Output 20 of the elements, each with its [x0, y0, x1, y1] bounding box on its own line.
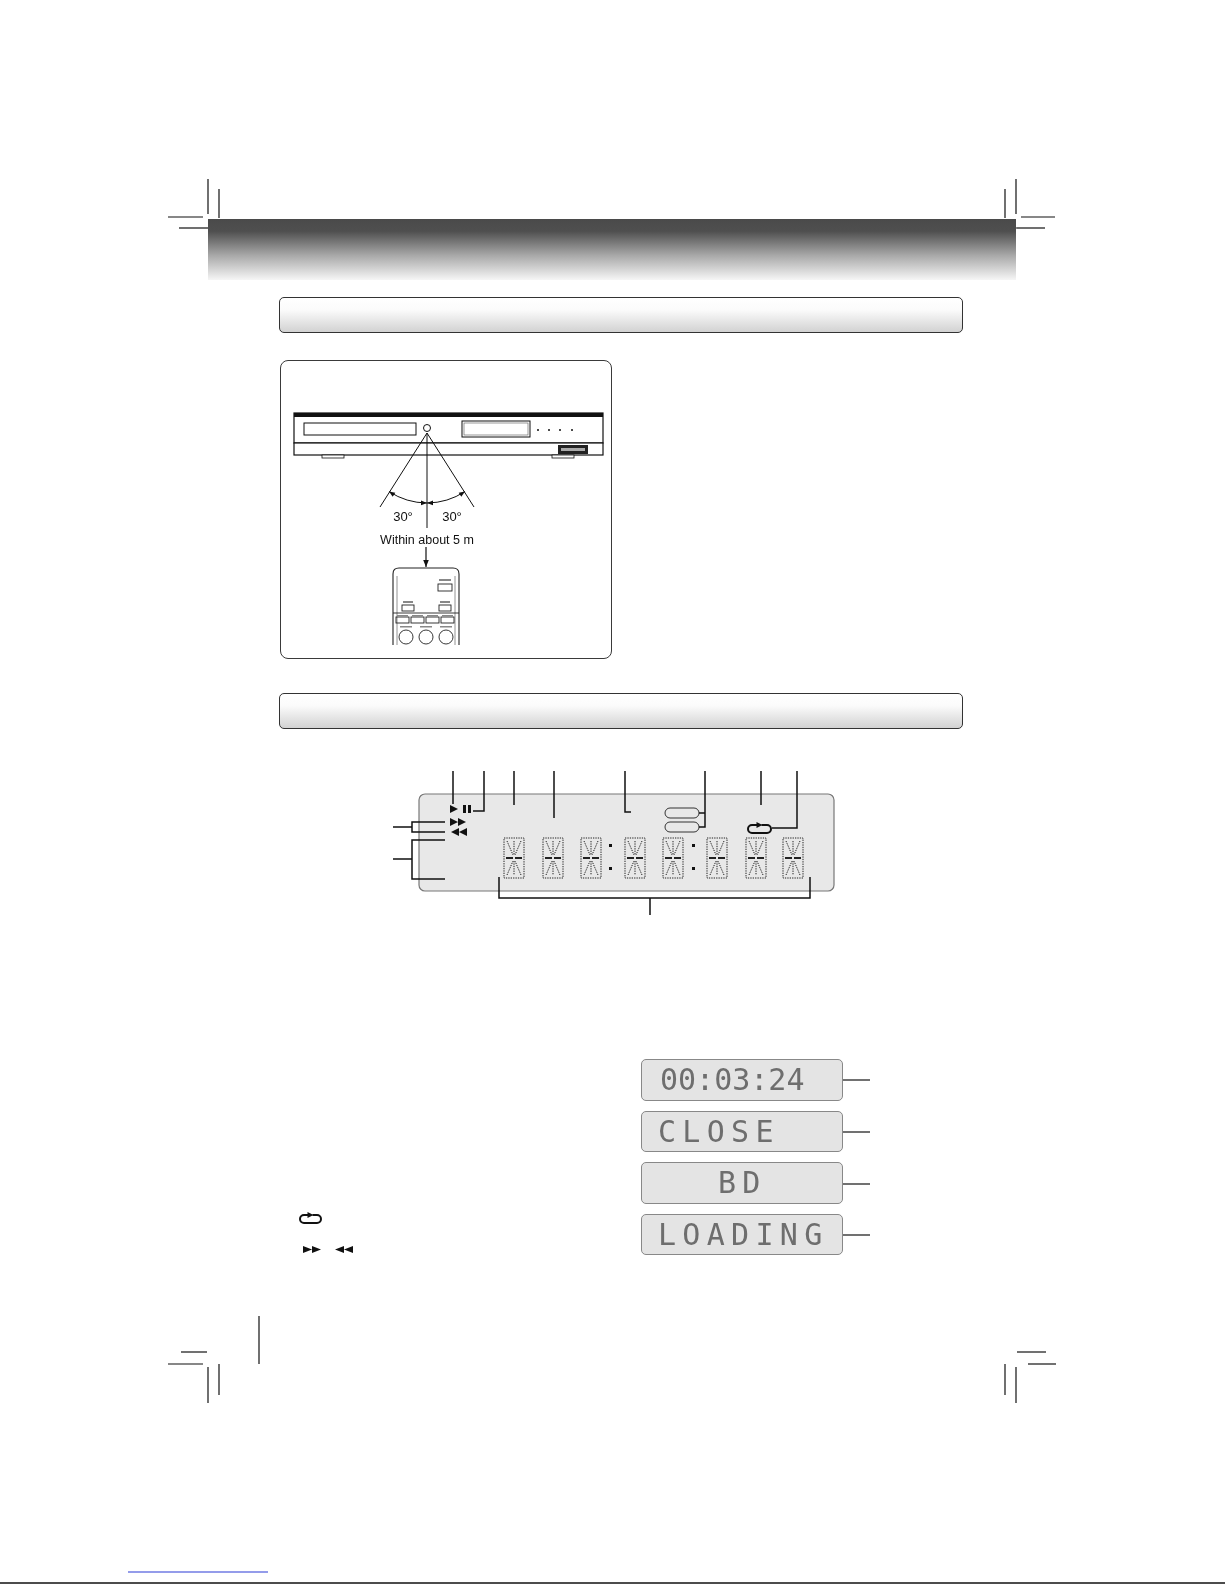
segment-display — [641, 1214, 843, 1255]
distance-note: Within about 5 m — [380, 533, 474, 547]
segment-display — [641, 1111, 843, 1152]
arrow — [423, 546, 429, 568]
section-heading-bar — [279, 693, 963, 729]
display-readout: 00:03:24 — [660, 1065, 805, 1095]
segment-display — [641, 1162, 843, 1204]
leader-line — [842, 1234, 871, 1236]
illustration-frame — [280, 360, 612, 659]
remote-control-picture — [391, 567, 461, 645]
leader-line — [842, 1079, 871, 1081]
display-readout: BD — [718, 1168, 767, 1198]
angle-label: 30° — [393, 508, 413, 524]
leader-line — [842, 1183, 871, 1185]
angle-label: 30° — [442, 508, 462, 524]
leader-line — [842, 1131, 871, 1133]
section-heading-bar — [279, 297, 963, 333]
display-readout: LOADING — [658, 1219, 829, 1250]
segment-display — [641, 1059, 843, 1101]
display-readout: CLOSE — [658, 1116, 780, 1147]
